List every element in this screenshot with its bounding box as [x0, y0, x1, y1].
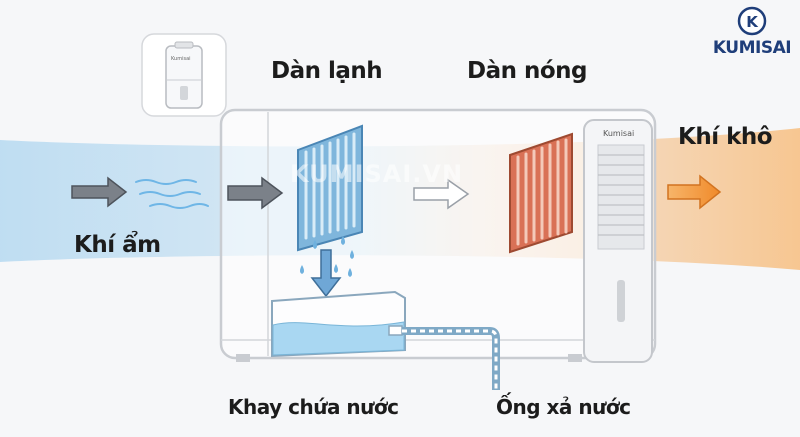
evaporator-label: Dàn lạnh — [271, 58, 383, 84]
dry-air-arrow — [667, 174, 722, 210]
drain-pipe-label: Ống xả nước — [496, 395, 631, 419]
brand-logo: K — [737, 6, 767, 36]
unit-brand-text: Kumisai — [603, 129, 634, 138]
intake-arrow — [227, 176, 284, 210]
dry-air-label: Khí khô — [678, 124, 773, 150]
brand-logo-letter: K — [746, 13, 759, 31]
thumbnail-brand-text: Kumisai — [171, 56, 191, 62]
water-tank-label: Khay chứa nước — [228, 395, 399, 419]
air-streaks — [135, 179, 209, 209]
watermark: KUMISAI.VN — [290, 160, 464, 188]
flow-arrow — [413, 178, 470, 210]
product-thumbnail: Kumisai — [141, 33, 227, 117]
brand-name: KUMISAI — [712, 38, 792, 58]
condenser-coil — [509, 132, 573, 254]
water-tank — [271, 290, 406, 358]
condensate-arrow — [310, 249, 342, 298]
water-droplets — [300, 236, 354, 277]
condenser-label: Dàn nóng — [467, 58, 588, 84]
dehumidifier-unit: Kumisai — [583, 119, 653, 363]
humid-air-label: Khí ẩm — [74, 232, 161, 258]
evaporator-coil — [297, 124, 363, 252]
humid-air-arrow — [71, 176, 128, 208]
